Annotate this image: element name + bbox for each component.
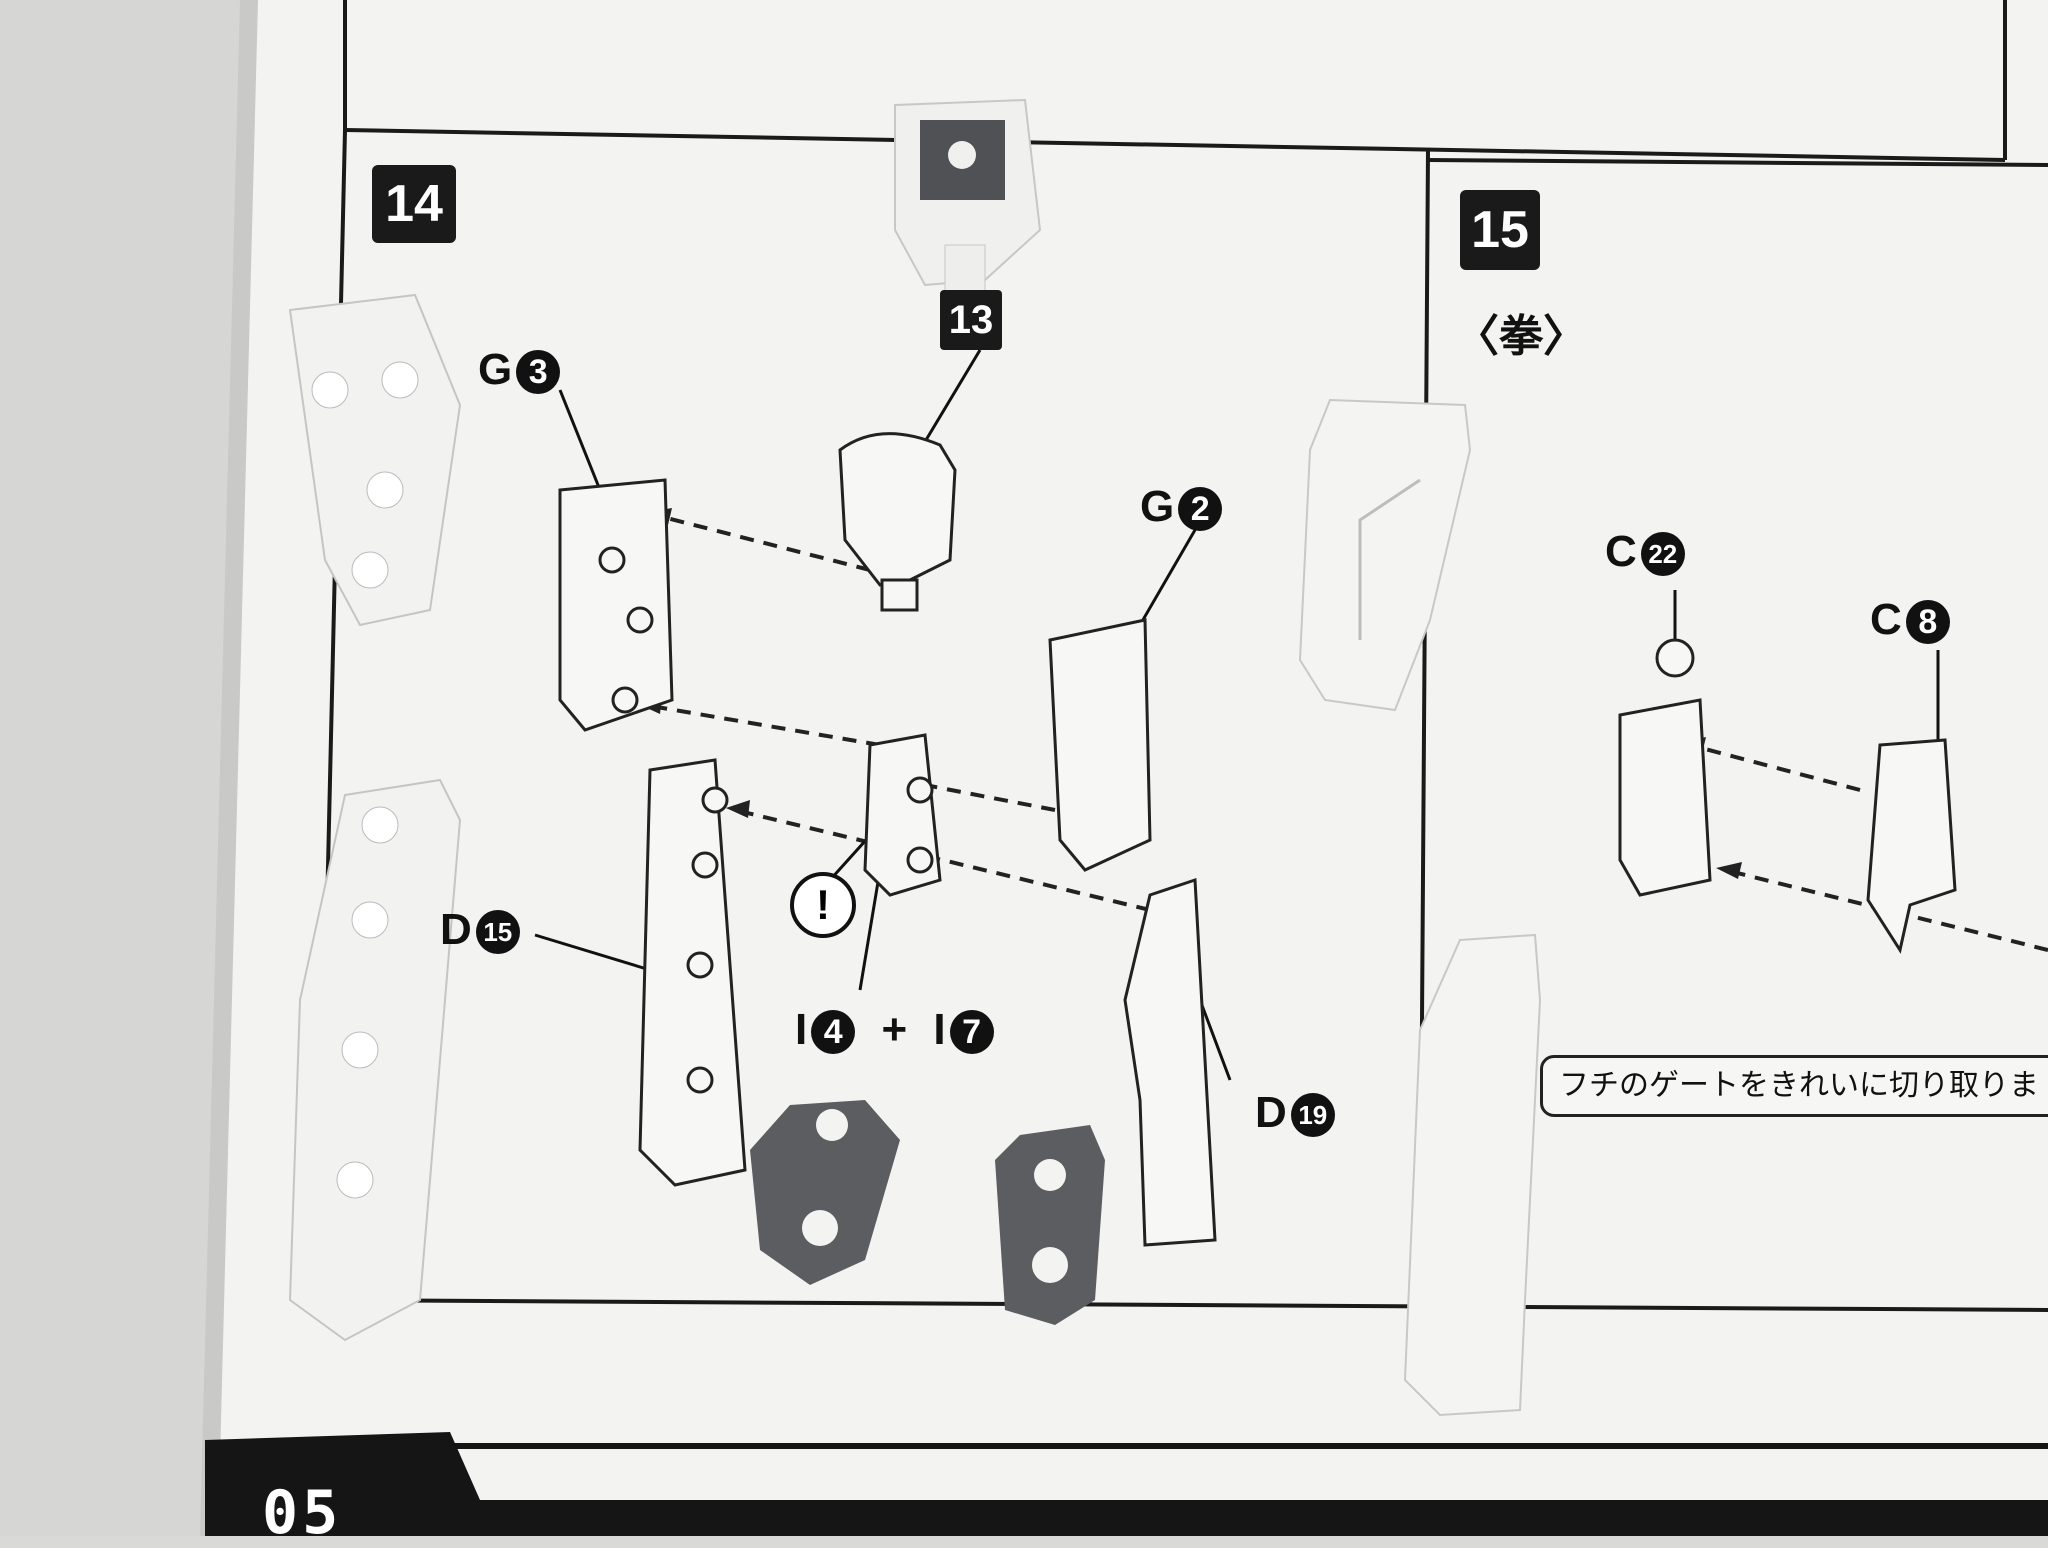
callout-c22-letter: C bbox=[1605, 527, 1637, 576]
callout-c8-letter: C bbox=[1870, 595, 1902, 644]
assembly-guides bbox=[644, 513, 2048, 952]
callout-g2-number: 2 bbox=[1178, 487, 1223, 532]
page-footer-bar bbox=[205, 1432, 2048, 1536]
callout-i4-number: 4 bbox=[811, 1010, 856, 1055]
callout-i7-number: 7 bbox=[949, 1010, 994, 1055]
callout-g3-letter: G bbox=[478, 345, 513, 394]
callout-c8-number: 8 bbox=[1905, 600, 1950, 645]
callout-d15-number: 15 bbox=[475, 910, 520, 955]
physical-parts bbox=[288, 98, 1542, 1417]
callout-d19-number: 19 bbox=[1290, 1093, 1335, 1138]
page-number: 05 bbox=[262, 1478, 343, 1548]
plus-sign: + bbox=[881, 1005, 908, 1054]
step-badge-14: 14 bbox=[372, 165, 456, 243]
step-badge-15: 15 bbox=[1460, 190, 1540, 270]
diagram-parts bbox=[558, 432, 1957, 1247]
callout-c22-number: 22 bbox=[1640, 532, 1685, 577]
step-15-subtitle: 〈拳〉 bbox=[1455, 311, 1587, 362]
gate-trim-note: フチのゲートをきれいに切り取りま bbox=[1540, 1055, 2048, 1117]
callout-d19-letter: D bbox=[1255, 1088, 1287, 1137]
part-13-tag: 13 bbox=[940, 290, 1002, 350]
callout-g3-number: 3 bbox=[516, 350, 561, 395]
callout-g2-letter: G bbox=[1140, 482, 1175, 531]
callout-i4-letter: I bbox=[795, 1005, 808, 1054]
callout-i7-letter: I bbox=[933, 1005, 946, 1054]
warning-icon: ! bbox=[790, 872, 856, 938]
callout-d15-letter: D bbox=[440, 905, 472, 954]
